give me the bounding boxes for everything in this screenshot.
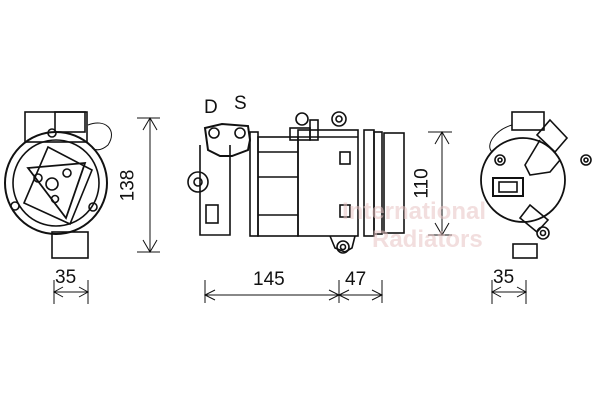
front-width-label: 35 bbox=[55, 267, 77, 288]
side-height-label: 110 bbox=[411, 168, 433, 199]
discharge-port-label: D bbox=[204, 97, 218, 118]
body-length-label: 145 bbox=[253, 269, 285, 290]
side-height-dimension bbox=[428, 131, 452, 236]
front-height-label: 138 bbox=[117, 169, 139, 202]
front-view bbox=[4, 111, 112, 259]
side-view bbox=[187, 111, 405, 254]
rear-width-label: 35 bbox=[493, 267, 515, 288]
front-height-dimension bbox=[137, 117, 160, 253]
suction-port-label: S bbox=[234, 93, 247, 114]
watermark-line1: International bbox=[342, 198, 487, 225]
front-width-dimension bbox=[52, 280, 90, 304]
watermark-line2: Radiators bbox=[372, 226, 483, 253]
side-length-dimension bbox=[203, 280, 384, 303]
pulley-length-label: 47 bbox=[345, 269, 367, 290]
rear-view bbox=[480, 111, 592, 259]
rear-width-dimension bbox=[490, 280, 528, 304]
